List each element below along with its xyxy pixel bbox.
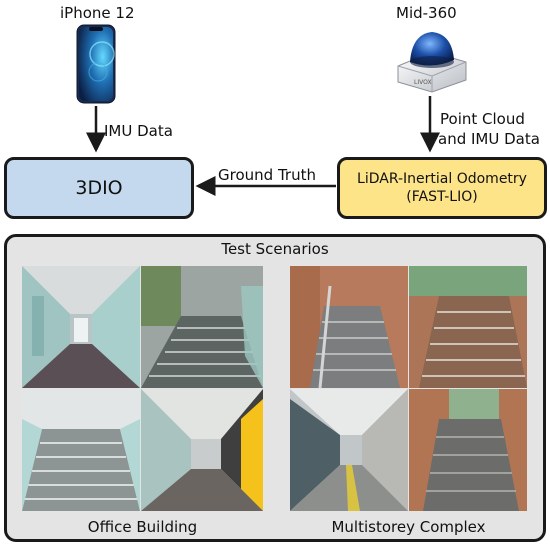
lidar-sensor-icon: LIVOX: [397, 32, 467, 93]
office-photo-stairs-1: [141, 266, 263, 388]
office-photo-corridor: [22, 266, 140, 388]
office-photo-stairs-2: [22, 389, 140, 511]
complex-photo-stairs-1: [290, 266, 408, 388]
edge-label-point-cloud: Point Cloud: [440, 110, 525, 128]
node-lio-line2: (FAST-LIO): [406, 189, 478, 205]
complex-photo-corridor: [290, 389, 408, 511]
edge-label-and-imu-data: and IMU Data: [438, 130, 540, 148]
caption-office-building: Office Building: [87, 518, 198, 536]
office-photo-hallway: [141, 389, 263, 511]
node-lidar-inertial-odometry: LiDAR-Inertial Odometry (FAST-LIO): [337, 157, 547, 219]
test-scenarios-title: Test Scenarios: [221, 240, 329, 258]
caption-multistorey-complex: Multistorey Complex: [331, 518, 486, 536]
complex-photo-stairs-3: [409, 389, 527, 511]
iphone-icon: [76, 24, 116, 104]
lidar-label: Mid-360: [396, 4, 457, 22]
node-3dio-label: 3DIO: [75, 177, 123, 199]
node-3dio: 3DIO: [4, 157, 194, 219]
edge-label-ground-truth: Ground Truth: [218, 166, 316, 184]
lidar-brand-logo: LIVOX: [414, 79, 432, 86]
phone-label: iPhone 12: [60, 4, 135, 22]
node-lio-line1: LiDAR-Inertial Odometry: [357, 171, 527, 187]
edge-label-imu-data: IMU Data: [104, 122, 173, 140]
complex-photo-stairs-2: [409, 266, 527, 388]
